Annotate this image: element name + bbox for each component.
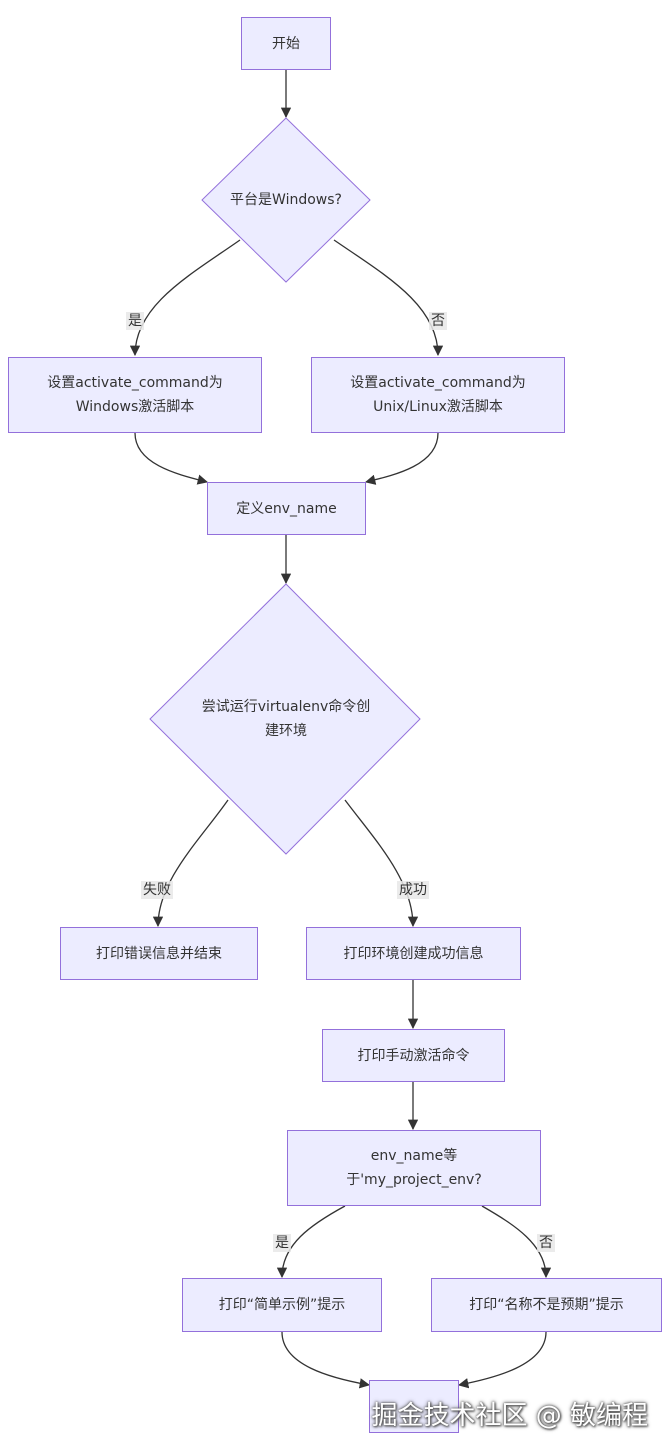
edge-label-fail: 失败: [141, 881, 173, 899]
start-label: 开始: [272, 35, 300, 52]
print-activate-label: 打印手动激活命令: [357, 1047, 470, 1064]
try-virtualenv-line-1: 尝试运行virtualenv命令创: [201, 699, 371, 715]
print-success-label: 打印环境创建成功信息: [343, 945, 484, 962]
edge-simple-to-end: [281, 1331, 371, 1389]
print-unexpected-label: 打印“名称不是预期”提示: [469, 1297, 624, 1313]
print-error-label: 打印错误信息并结束: [96, 945, 222, 962]
print-success-node: 打印环境创建成功信息: [306, 927, 521, 980]
edge-label-yes-2: 是: [273, 1234, 291, 1252]
platform-question-label: 平台是Windows?: [230, 192, 342, 208]
print-error-node: 打印错误信息并结束: [60, 927, 258, 980]
edge-label-success: 成功: [397, 881, 429, 899]
decision-virtualenv-shape: [149, 583, 421, 855]
edge-windows-to-define: [134, 432, 209, 485]
edge-label-yes-1: 是: [126, 312, 144, 330]
env-check-line-1: env_name等: [370, 1148, 458, 1164]
edge-platform-no: [333, 239, 444, 357]
start-node: 开始: [241, 17, 331, 70]
edge-try-fail: [152, 799, 229, 928]
watermark: 掘金技术社区 @ 敏编程: [371, 1401, 648, 1431]
set-unix-line-2: Unix/Linux激活脚本: [373, 399, 503, 415]
end-node: [369, 1380, 459, 1433]
print-activate-node: 打印手动激活命令: [322, 1029, 505, 1082]
print-simple-label: 打印“简单示例”提示: [218, 1297, 346, 1313]
edge-label-no-2: 否: [537, 1234, 555, 1252]
set-windows-line-1: 设置activate_command为: [47, 375, 223, 391]
edge-try-success: [344, 799, 419, 928]
env-name-check-node: env_name等 于'my_project_env?: [287, 1130, 541, 1206]
print-simple-node: 打印“简单示例”提示: [182, 1278, 382, 1332]
platform-question: 平台是Windows?: [206, 188, 366, 212]
env-check-line-2: 于'my_project_env?: [346, 1172, 482, 1188]
edge-label-no-1: 否: [429, 312, 447, 330]
set-unix-line-1: 设置activate_command为: [350, 375, 526, 391]
try-virtualenv-question: 尝试运行virtualenv命令创 建环境: [178, 695, 394, 743]
edge-check-yes: [276, 1205, 346, 1279]
print-unexpected-node: 打印“名称不是预期”提示: [431, 1278, 662, 1332]
edge-unexpected-to-end: [457, 1331, 547, 1389]
set-unix-activate-node: 设置activate_command为 Unix/Linux激活脚本: [311, 357, 565, 433]
set-windows-line-2: Windows激活脚本: [75, 399, 195, 415]
try-virtualenv-line-2: 建环境: [265, 723, 307, 739]
set-windows-activate-node: 设置activate_command为 Windows激活脚本: [8, 357, 262, 433]
define-env-name-label: 定义env_name: [236, 500, 337, 517]
edge-platform-yes: [129, 239, 241, 357]
define-env-name-node: 定义env_name: [207, 482, 366, 535]
edge-check-no: [481, 1205, 552, 1279]
edge-unix-to-define: [364, 432, 439, 485]
decision-platform-shape: [201, 117, 371, 283]
